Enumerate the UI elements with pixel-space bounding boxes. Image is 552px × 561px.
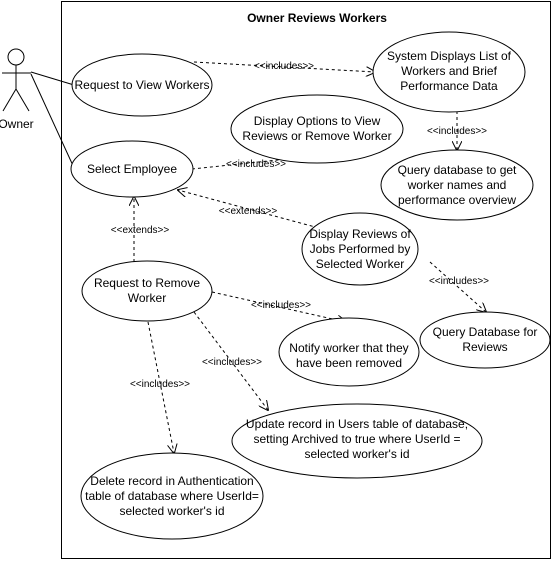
svg-text:Performance Data: Performance Data (400, 79, 498, 93)
label-includes-view: <<includes>> (254, 61, 314, 72)
svg-text:selected worker's id: selected worker's id (305, 447, 410, 461)
label-includes-delete: <<includes>> (130, 379, 190, 390)
svg-text:Workers and Brief: Workers and Brief (401, 64, 497, 78)
svg-text:Display Reviews of: Display Reviews of (309, 227, 411, 241)
use-case-select-employee: Select Employee (70, 140, 194, 198)
svg-text:Jobs Performed by: Jobs Performed by (310, 242, 411, 256)
svg-text:Request to View Workers: Request to View Workers (75, 78, 210, 92)
label-includes-displays: <<includes>> (427, 126, 487, 137)
label-includes-reviews: <<includes>> (429, 276, 489, 287)
use-case-notify: Notify worker that they have been remove… (278, 317, 420, 387)
dep-remove-to-notify (211, 291, 346, 322)
svg-text:setting Archived to true where: setting Archived to true where UserId = (253, 432, 460, 446)
svg-text:Notify worker that they: Notify worker that they (289, 341, 408, 355)
use-case-request-remove: Request to Remove Worker (81, 260, 213, 322)
svg-text:have been removed: have been removed (296, 356, 402, 370)
svg-text:Query Database for: Query Database for (433, 325, 538, 339)
label-extends-reviews: <<extends>> (219, 206, 278, 217)
label-extends-remove: <<extends>> (111, 225, 170, 236)
label-includes-update: <<includes>> (202, 357, 262, 368)
svg-text:System Displays List of: System Displays List of (387, 49, 512, 63)
use-case-query-names: Query database to get worker names and p… (380, 149, 534, 221)
dep-remove-to-delete (147, 321, 174, 453)
svg-text:table of database where UserId: table of database where UserId= (85, 489, 259, 503)
svg-text:Select Employee: Select Employee (87, 162, 177, 176)
use-case-update-record: Update record in Users table of database… (231, 403, 483, 479)
use-case-request-view: Request to View Workers (71, 53, 213, 117)
assoc-select-employee (30, 73, 76, 171)
use-case-display-reviews: Display Reviews of Jobs Performed by Sel… (301, 212, 419, 286)
owner-actor (2, 48, 31, 112)
svg-text:performance overview: performance overview (398, 193, 516, 207)
use-case-delete-record: Delete record in Authentication table of… (80, 452, 264, 540)
svg-text:Selected Worker: Selected Worker (316, 257, 404, 271)
label-includes-select: <<includes>> (226, 159, 286, 170)
svg-text:Reviews or Remove Worker: Reviews or Remove Worker (242, 129, 391, 143)
assoc-request-view (30, 71, 75, 86)
use-case-display-options: Display Options to View Reviews or Remov… (230, 94, 404, 164)
use-case-query-reviews: Query Database for Reviews (419, 311, 551, 369)
svg-text:Delete record in Authenticatio: Delete record in Authentication (90, 474, 253, 488)
dep-remove-to-update (193, 311, 268, 410)
svg-text:selected worker's id: selected worker's id (120, 504, 225, 518)
dep-view-to-displays (193, 61, 375, 72)
svg-text:Display Options to View: Display Options to View (254, 114, 381, 128)
svg-text:worker names and: worker names and (407, 178, 507, 192)
label-includes-notify: <<includes>> (251, 300, 311, 311)
svg-text:Update record in Users table o: Update record in Users table of database… (246, 417, 468, 431)
system-title: Owner Reviews Workers (247, 11, 387, 25)
svg-text:Reviews: Reviews (462, 340, 507, 354)
dep-reviews-to-select (178, 190, 331, 232)
actor-label: Owner (0, 117, 34, 131)
svg-text:Request to Remove: Request to Remove (94, 276, 200, 290)
use-case-system-displays: System Displays List of Workers and Brie… (372, 31, 526, 113)
dep-reviews-to-query (429, 261, 486, 312)
svg-text:Worker: Worker (128, 291, 166, 305)
svg-text:Query database to get: Query database to get (398, 163, 517, 177)
